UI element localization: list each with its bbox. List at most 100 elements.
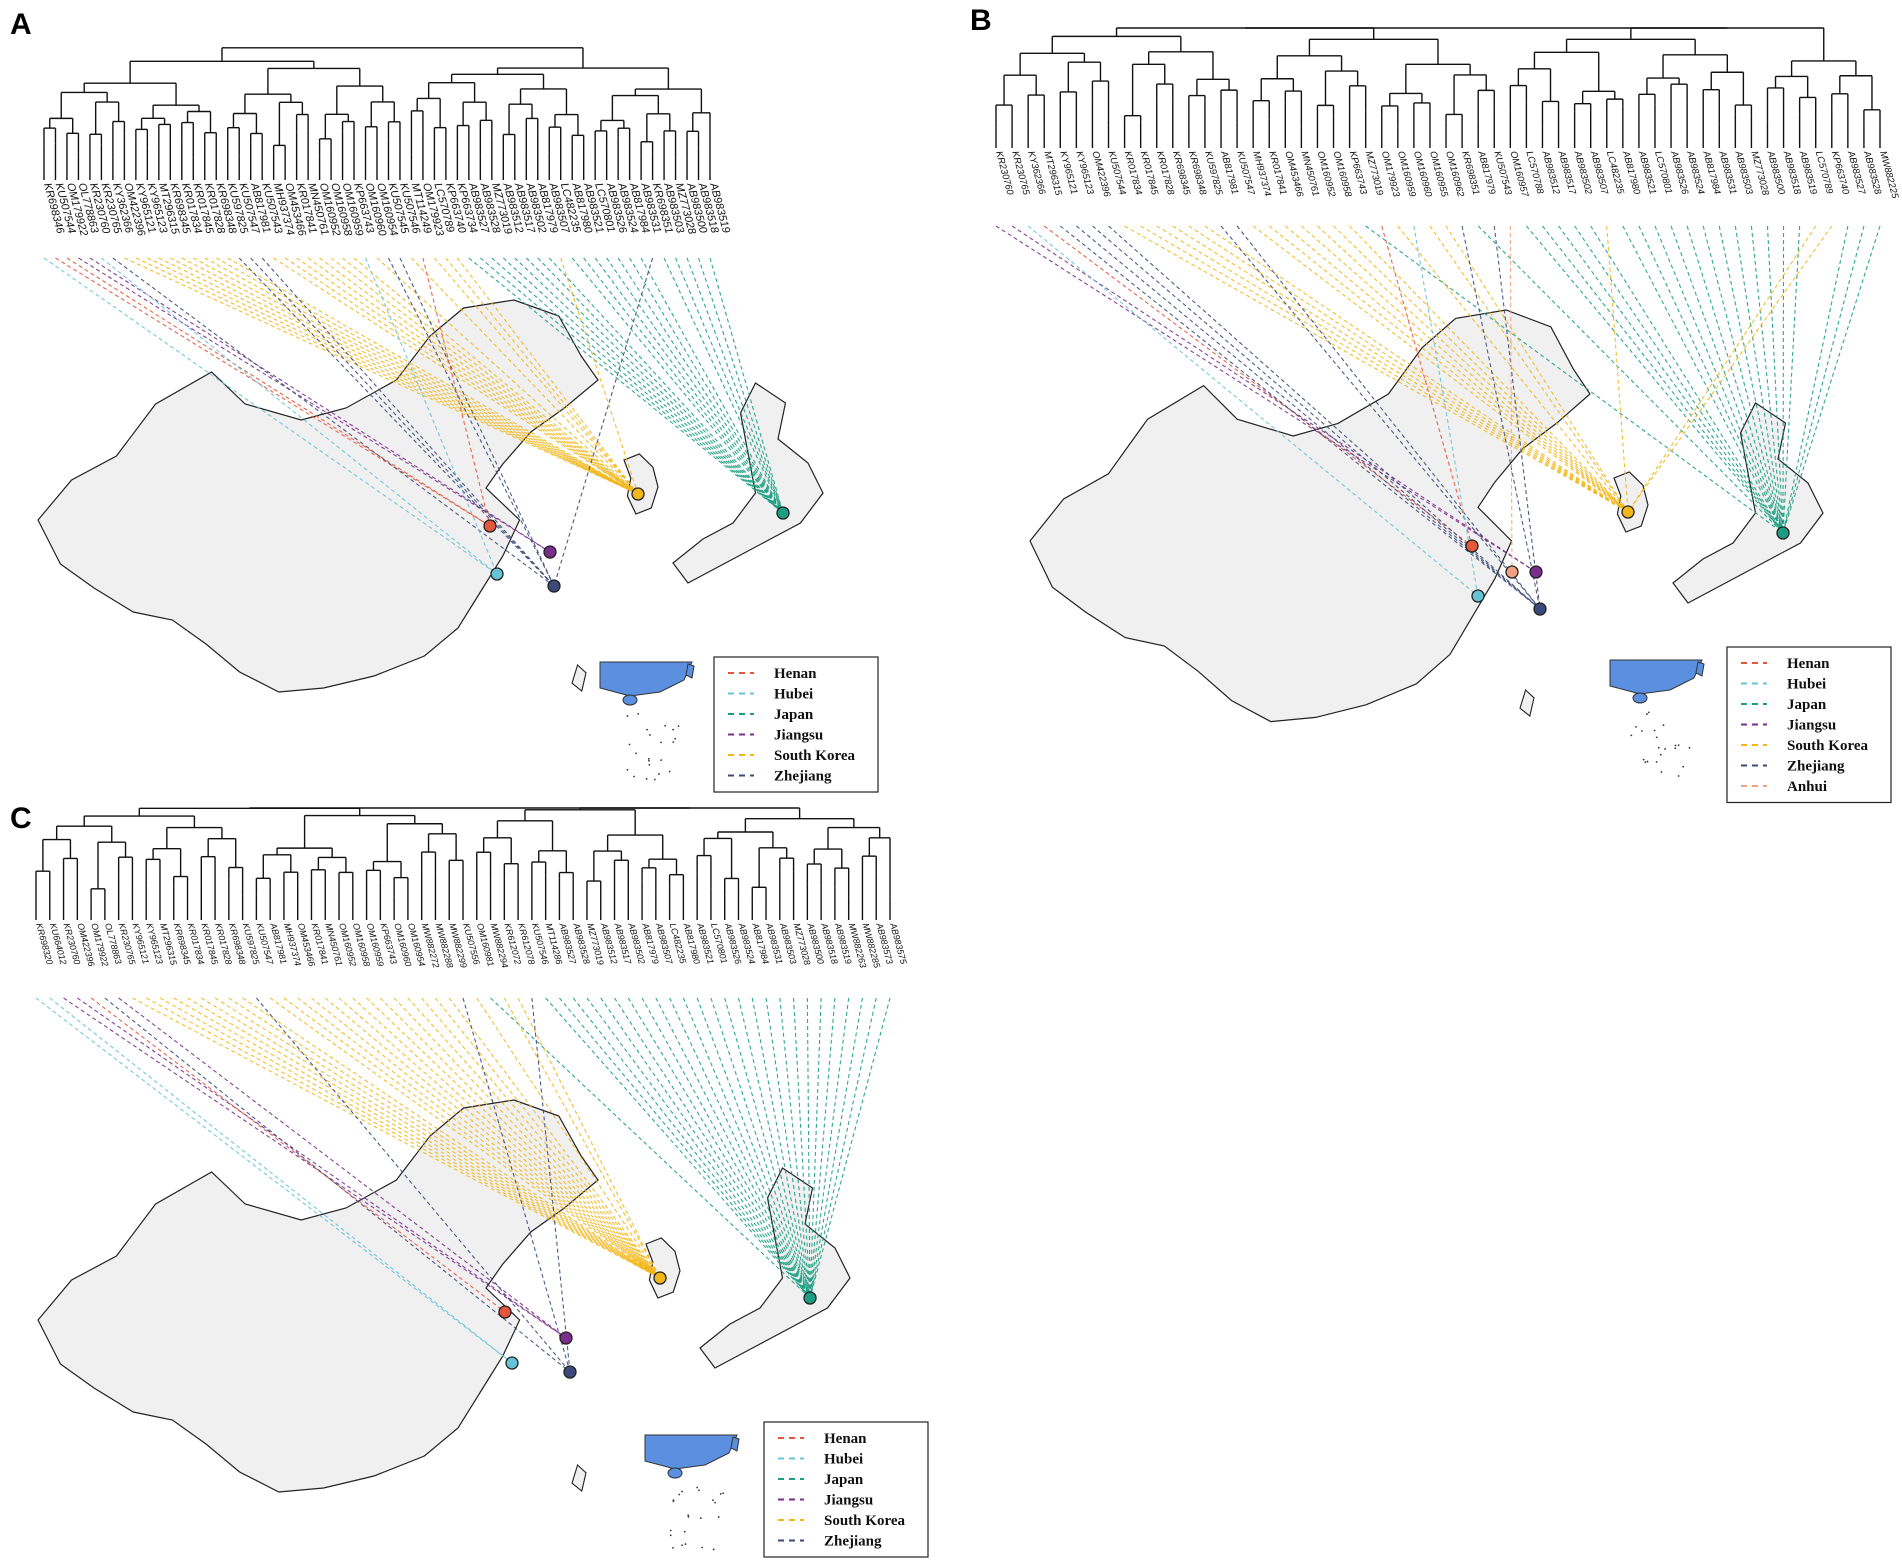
marker-henan (483, 519, 497, 533)
south-china-sea-inset (644, 1434, 740, 1551)
link-japan (1702, 225, 1784, 534)
link-japan (1477, 225, 1784, 534)
link-japan (779, 997, 811, 1299)
inset-island (628, 743, 631, 746)
link-south-korea (170, 257, 639, 495)
inset-island (648, 759, 650, 762)
link-japan (1750, 225, 1784, 534)
link-henan (90, 997, 506, 1313)
link-japan (629, 257, 784, 514)
japan-landmass (672, 382, 824, 584)
link-zhejiang (387, 257, 555, 587)
taiwan-landmass (571, 664, 587, 692)
link-south-korea (1627, 225, 1833, 513)
legend-label: Hubei (824, 1452, 863, 1468)
link-south-korea (445, 257, 639, 495)
link-japan (1574, 225, 1784, 534)
link-hubei (365, 257, 498, 575)
legend-label: South Korea (824, 1513, 905, 1529)
link-south-korea (215, 257, 639, 495)
south-china-sea-inset (1609, 659, 1705, 777)
inset-island (1646, 760, 1649, 763)
inset-island (1644, 761, 1647, 764)
inset-island (635, 752, 637, 755)
inset-island (668, 770, 671, 773)
inset-island (701, 1546, 704, 1549)
inset-island (660, 759, 663, 762)
link-zhejiang (1220, 225, 1541, 610)
inset-island (648, 763, 651, 766)
link-japan (1782, 225, 1881, 534)
marker-hubei (490, 567, 504, 581)
link-jiangsu (78, 257, 551, 553)
link-japan (809, 997, 891, 1299)
marker-jiangsu (1529, 565, 1543, 579)
link-south-korea (181, 257, 639, 495)
link-henan (55, 257, 491, 527)
link-japan (751, 997, 811, 1299)
link-japan (627, 997, 811, 1299)
panels-layer: AKR698346KU507544OM179922OL778863KR23076… (10, 4, 1900, 1558)
link-south-korea (456, 257, 639, 495)
link-south-korea (1140, 225, 1629, 513)
inset-island (684, 1543, 687, 1545)
legend-label: Zhejiang (774, 769, 832, 785)
link-south-korea (1349, 225, 1629, 513)
legend-label: Zhejiang (1787, 759, 1845, 775)
link-south-korea (1606, 225, 1629, 513)
link-japan (1558, 225, 1784, 534)
link-japan (558, 997, 811, 1299)
link-south-korea (187, 997, 661, 1279)
link-japan (614, 997, 811, 1299)
marker-anhui (1505, 565, 1519, 579)
link-japan (491, 257, 784, 514)
link-hubei (35, 997, 513, 1364)
link-japan (809, 997, 877, 1299)
legend-label: Hubei (774, 687, 813, 703)
legend-label: Henan (1787, 656, 1830, 672)
location-markers (498, 1271, 817, 1379)
panel-letter: A (10, 8, 32, 41)
link-zhejiang (1059, 225, 1541, 610)
inset-island (1646, 713, 1648, 715)
location-markers (483, 487, 790, 593)
inset-island (646, 728, 648, 731)
link-south-korea (1429, 225, 1629, 513)
link-zhejiang (1493, 225, 1541, 610)
legend-label: Zhejiang (824, 1534, 882, 1550)
link-japan (617, 257, 784, 514)
panel-c: CKR698320KU664012KR230760OM422396OM17992… (10, 802, 929, 1558)
link-japan (1622, 225, 1784, 534)
link-japan (1782, 225, 1849, 534)
inset-island (683, 1530, 686, 1533)
link-japan (809, 997, 836, 1299)
link-zhejiang (250, 257, 555, 587)
link-japan (1638, 225, 1784, 534)
inset-island (1682, 765, 1685, 768)
map (1029, 309, 1824, 723)
link-south-korea (204, 257, 639, 495)
map (37, 299, 824, 693)
leaf-location-links (43, 257, 784, 587)
link-hubei (101, 257, 498, 575)
inset-island (1677, 744, 1680, 746)
link-japan (697, 257, 784, 514)
panel-a: AKR698346KU507544OM179922OL778863KR23076… (10, 8, 879, 793)
link-japan (1590, 225, 1784, 534)
inset-island (678, 1493, 681, 1496)
location-markers (1465, 505, 1790, 616)
inset-mainland (1609, 659, 1703, 695)
link-japan (571, 257, 784, 514)
inset-island (672, 1547, 674, 1549)
link-jiangsu (77, 997, 567, 1339)
inset-island (717, 1516, 720, 1518)
link-japan (1718, 225, 1784, 534)
link-japan (682, 997, 811, 1299)
link-zhejiang (462, 997, 571, 1373)
inset-island (1655, 736, 1658, 739)
link-japan (809, 997, 863, 1299)
link-japan (1766, 225, 1784, 534)
link-japan (663, 257, 784, 514)
marker-henan (1465, 539, 1479, 553)
